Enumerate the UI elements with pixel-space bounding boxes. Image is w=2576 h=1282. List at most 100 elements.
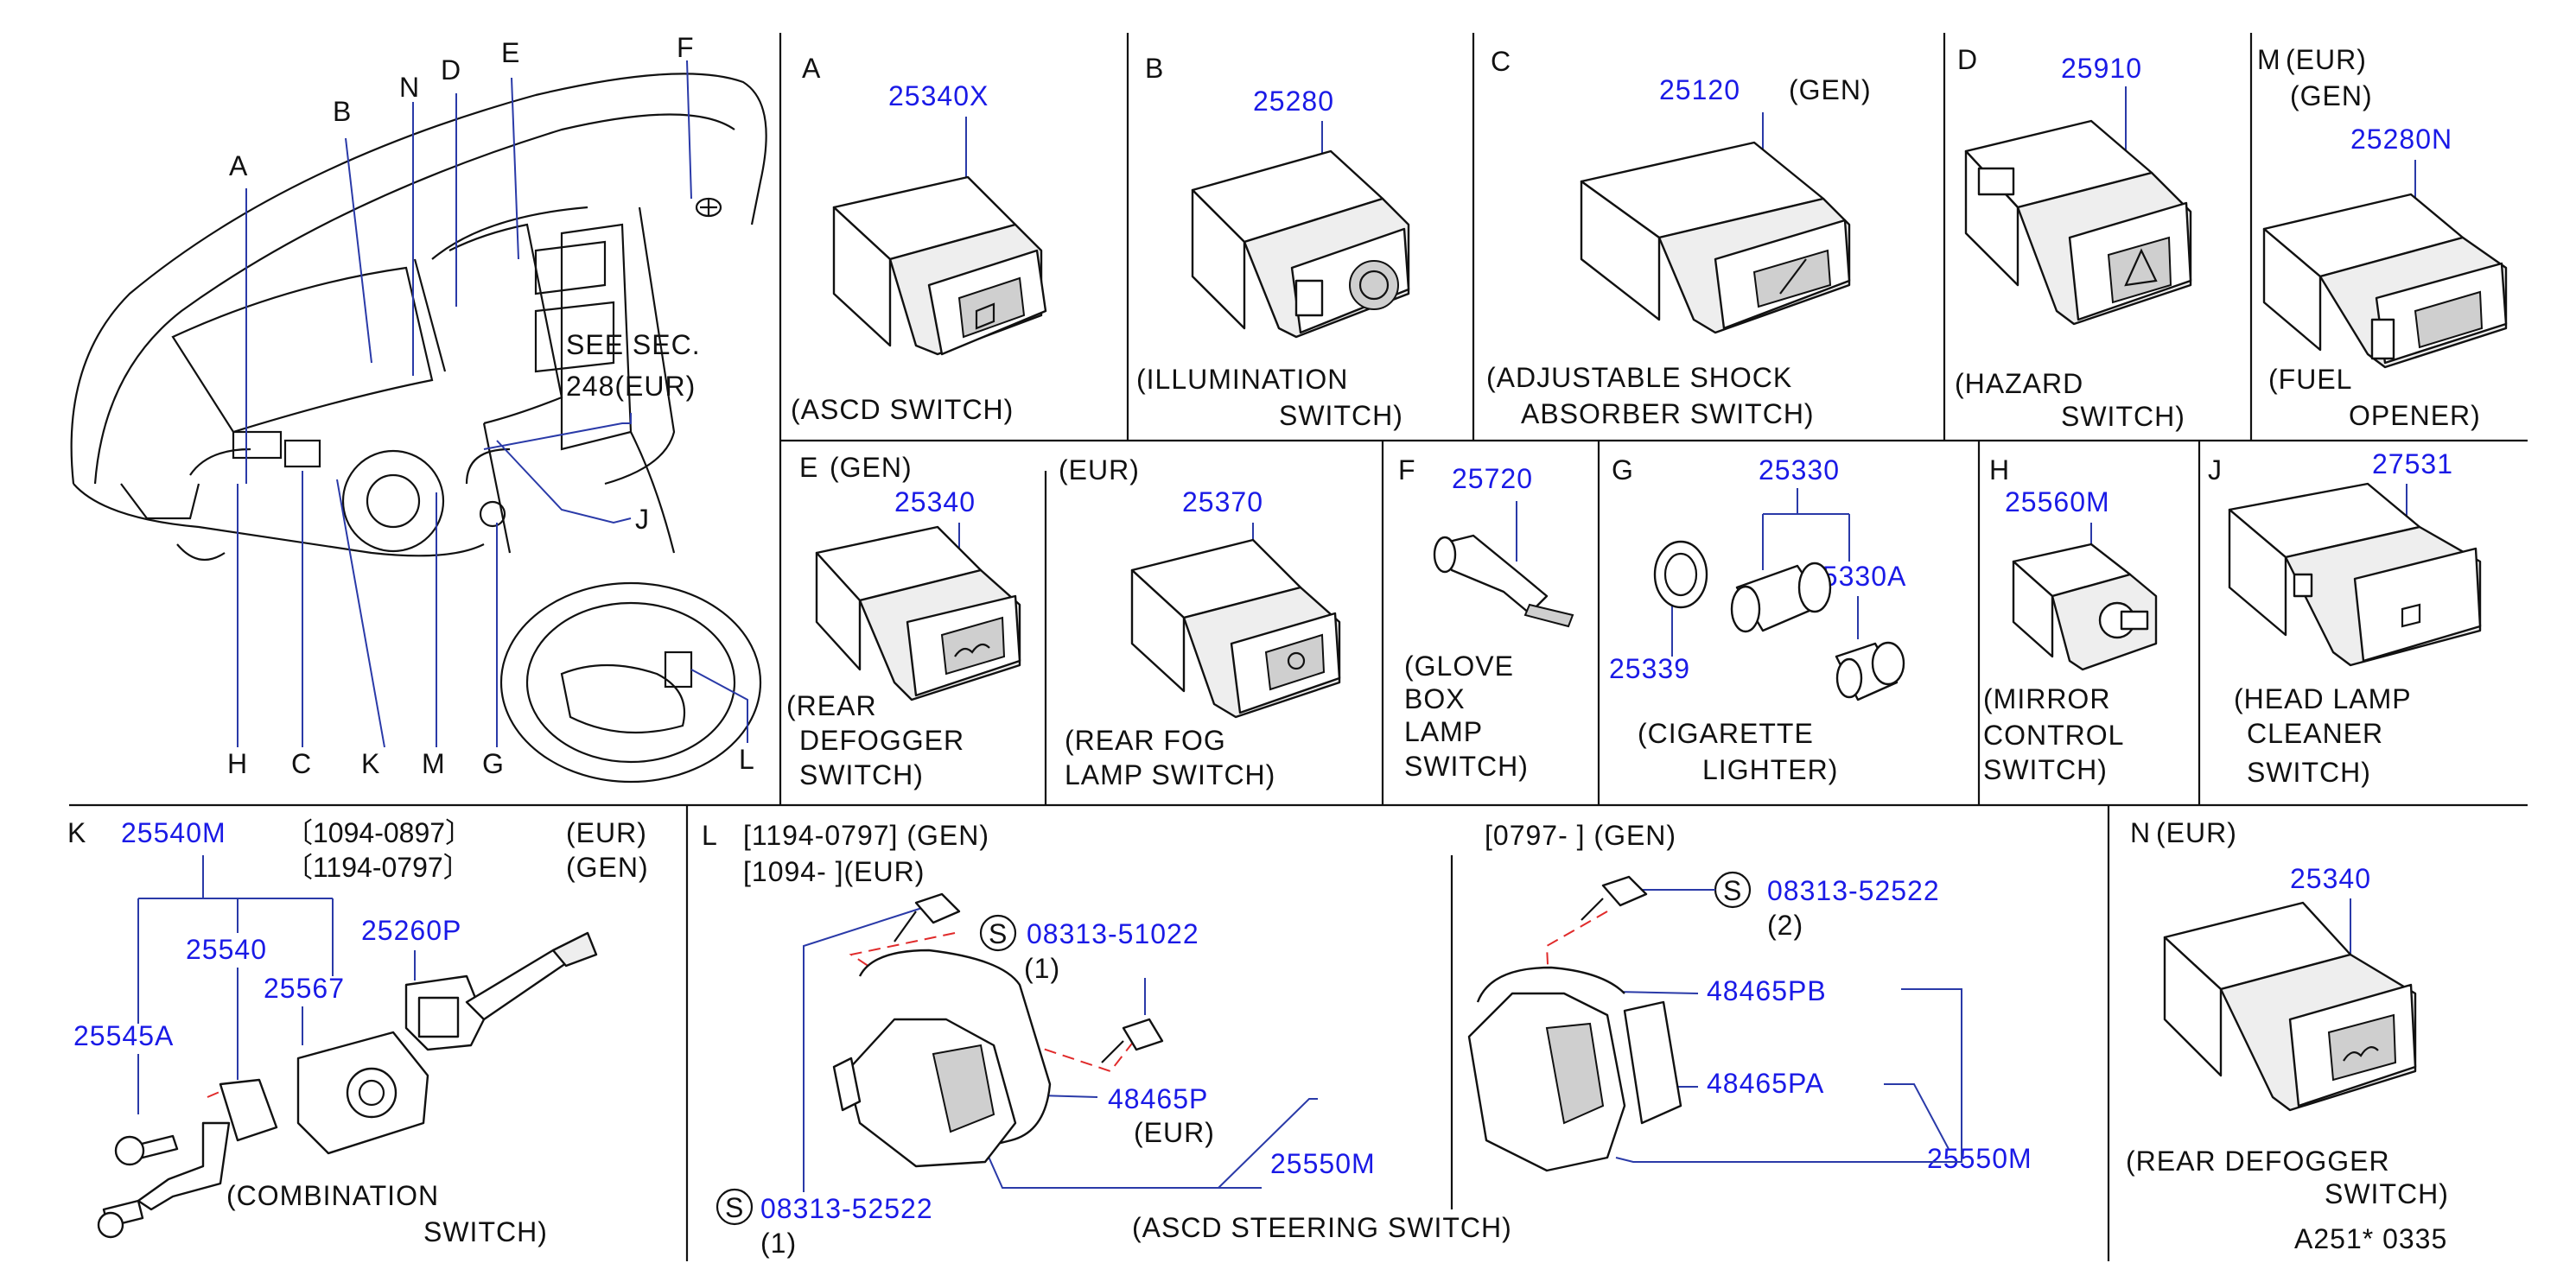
panel-e2-caption2: LAMP SWITCH) [1065,759,1275,790]
panel-h-mirror-control-switch: H 25560M (MIRROR CONTROL SWITCH) [1983,454,2158,785]
panel-g-leaders [1671,488,1859,657]
screw2-s-letter: S [725,1192,744,1223]
switch-j-icon [2228,482,2482,667]
steering-switch-1-icon [832,892,1164,1168]
callout-m: M [422,748,446,779]
panel-l-date2: [1094- ](EUR) [743,856,925,887]
panel-e-caption1: (REAR [786,690,877,721]
panel-b-caption1: (ILLUMINATION [1136,364,1348,395]
panel-l-screw2-qty: (1) [760,1228,797,1259]
panel-a-letter: A [802,53,821,84]
switch-a-icon [832,175,1047,356]
panel-j-caption3: SWITCH) [2247,757,2371,788]
callout-c: C [291,748,312,779]
panel-b-illumination-switch: B 25280 (ILLUMINATION SWITCH) [1136,53,1410,431]
panel-m-part: 25280N [2350,124,2452,155]
panel-j-head-lamp-cleaner-switch: J 27531 (HEAD LAMP CLEANER SWITCH) [2208,448,2482,788]
panel-e2-variant: (EUR) [1059,454,1140,486]
panel-e-rear-fog-lamp-switch: (EUR) 25370 (REAR FOG LAMP SWITCH) [1059,454,1341,790]
switch-c-icon [1580,141,1851,334]
switch-f-icon [1433,534,1574,628]
panel-f-letter: F [1398,454,1416,486]
panel-b-caption2: SWITCH) [1279,400,1403,431]
panel-h-caption3: SWITCH) [1983,754,2108,785]
switch-b-icon [1191,149,1410,339]
callout-j: J [635,504,650,535]
panel-j-part: 27531 [2372,448,2453,479]
panel-k-part-main: 25540M [121,817,226,848]
panel-h-caption2: CONTROL [1983,720,2124,751]
panel-j-caption2: CLEANER [2247,718,2383,749]
panel-g-part3: 25339 [1609,653,1690,684]
panel-l-date1: [1194-0797] (GEN) [743,820,989,851]
panel-k-variant-eur: (EUR) [566,817,647,848]
panel-m-letter: M [2257,44,2281,75]
callout-a: A [229,150,248,181]
panel-l-screw3: 08313-52522 [1767,875,1940,906]
panel-l-screw3-qty: (2) [1767,910,1803,941]
panel-f-caption1: (GLOVE [1404,651,1514,682]
panel-l-ascd-steering-switch: L [1194-0797] (GEN) [1094- ](EUR) [0797-… [702,820,2032,1259]
panel-a-ascd-switch: A 25340X (ASCD SWITCH) [791,53,1047,425]
panel-l-screw1-qty: (1) [1024,953,1060,984]
panel-e2-part: 25370 [1182,486,1263,517]
screw1-s-marker [979,914,1017,952]
panel-l-part-25550m-a: 25550M [1270,1148,1376,1179]
panel-k-leaders [137,855,416,1114]
panel-k-part-25260p: 25260P [361,915,461,946]
callout-l: L [739,744,755,775]
panel-d-letter: D [1957,44,1978,75]
panel-e-rear-defogger-switch: E (GEN) 25340 (REAR DEFOGGER SWITCH) [786,452,1021,790]
panel-g-part1: 25330 [1759,454,1840,486]
panel-n-caption2: SWITCH) [2325,1178,2449,1209]
panel-k-combination-switch: K 25540M 〔1094-0897〕 〔1194-0797〕 (EUR) (… [67,817,649,1247]
panel-g-caption2: LIGHTER) [1702,754,1838,785]
panel-a-part: 25340X [888,80,989,111]
panel-k-variant-gen: (GEN) [566,852,649,883]
panel-l-screw2: 08313-52522 [760,1193,933,1224]
lighter-parts-icon [1653,540,1905,701]
footer-code: A251* 0335 [2294,1223,2447,1254]
panel-h-part: 25560M [2005,486,2110,517]
panel-f-glove-box-lamp-switch: F 25720 (GLOVE BOX LAMP SWITCH) [1398,454,1574,782]
panel-c-shock-absorber-switch: C 25120 (GEN) (ADJUSTABLE SHOCK ABSORBER… [1486,46,1872,429]
panel-k-date1: 〔1094-0897〕 [285,817,473,848]
panel-e-caption3: SWITCH) [799,759,924,790]
see-sec-line1: SEE SEC. [566,329,701,360]
panel-n-rear-defogger-switch: N (EUR) 25340 (REAR DEFOGGER SWITCH) [2126,817,2449,1209]
panel-e-variant: (GEN) [830,452,913,483]
panel-l-part-48465pb: 48465PB [1707,975,1827,1006]
screw3-s-letter: S [1723,875,1742,906]
panel-n-variant: (EUR) [2156,817,2237,848]
panel-l-part-48465p: 48465P [1108,1083,1208,1114]
panel-l-part-48465pa: 48465PA [1707,1068,1824,1099]
callout-g: G [482,748,505,779]
switch-e-icon [815,525,1021,701]
screw1-s-letter: S [989,918,1008,949]
combination-switch-icon [97,931,598,1239]
panel-c-variant: (GEN) [1789,74,1872,105]
panel-e-caption2: DEFOGGER [799,725,964,756]
panel-g-cigarette-lighter: G 25330 25330A 25339 (CIGARETTE LIGHTER) [1609,454,1905,785]
panel-c-caption1: (ADJUSTABLE SHOCK [1486,362,1792,393]
panel-m-variant-gen: (GEN) [2290,80,2373,111]
callout-h: H [227,748,248,779]
panel-f-part: 25720 [1452,463,1533,494]
panel-d-part: 25910 [2061,53,2142,84]
panel-g-letter: G [1612,454,1634,486]
dashboard-overview: A B N D E F H C K M G J L SEE SEC. 248(E… [70,32,767,784]
panel-c-part: 25120 [1659,74,1740,105]
panel-f-caption2: BOX [1404,683,1466,714]
callout-k: K [361,748,380,779]
panel-b-letter: B [1145,53,1164,84]
panel-l-date3: [0797- ] (GEN) [1485,820,1676,851]
panel-k-caption2: SWITCH) [423,1216,548,1247]
screw2-s-marker [716,1188,754,1226]
switch-h-icon [2012,543,2158,671]
callout-e: E [501,37,520,68]
panel-m-caption2: OPENER) [2349,400,2481,431]
panel-d-caption2: SWITCH) [2061,401,2185,432]
callout-b: B [333,96,352,127]
panel-k-part-25567: 25567 [264,973,345,1004]
